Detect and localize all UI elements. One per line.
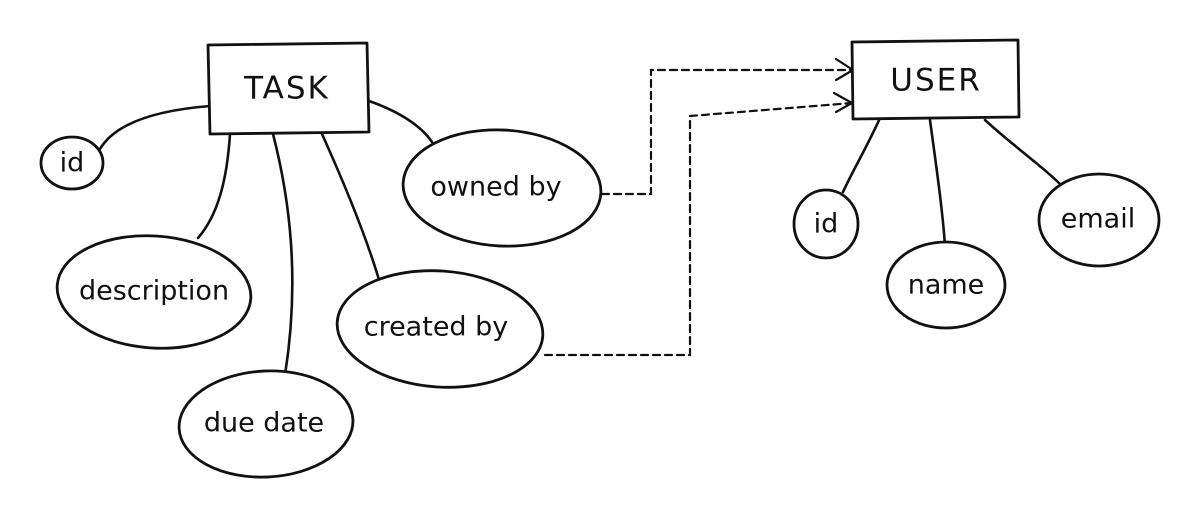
attribute-user-name-oval	[885, 240, 1007, 330]
connector-user-id	[841, 116, 882, 194]
attribute-task-id-oval	[39, 135, 105, 191]
entity-task-box	[206, 41, 371, 136]
arrowhead-created-by	[832, 91, 854, 114]
attribute-user-email[interactable]: email	[1037, 172, 1161, 268]
attribute-task-created-by-label: created by	[364, 312, 509, 343]
connector-task-created-by	[320, 132, 384, 292]
attribute-task-description-label: description	[79, 276, 229, 307]
attribute-task-description[interactable]: description	[53, 229, 254, 354]
attribute-user-name[interactable]: name	[885, 240, 1007, 330]
attribute-task-id[interactable]: id	[39, 135, 105, 191]
attribute-task-id-label: id	[60, 148, 85, 179]
connector-task-id	[98, 104, 212, 151]
attribute-task-due-date-label: due date	[204, 408, 324, 439]
entity-task[interactable]: TASK	[206, 41, 371, 136]
connector-task-due-date	[271, 132, 294, 377]
attribute-user-name-label: name	[908, 270, 985, 301]
connector-task-owned-by	[367, 99, 434, 144]
entity-user-label: USER	[890, 63, 982, 99]
attribute-task-owned-by-label: owned by	[430, 172, 561, 203]
attribute-task-owned-by-oval	[401, 128, 603, 248]
entity-user[interactable]: USER	[850, 38, 1021, 121]
reference-owned-by-to-user	[600, 68, 854, 196]
entity-user-box	[850, 38, 1021, 121]
attribute-user-email-label: email	[1061, 204, 1135, 235]
connector-task-description	[196, 132, 232, 240]
attribute-user-email-oval	[1037, 172, 1161, 268]
attribute-task-created-by[interactable]: created by	[333, 264, 547, 394]
attribute-user-id-oval	[792, 188, 860, 260]
reference-created-by-to-user	[543, 101, 854, 357]
attribute-task-description-oval	[55, 234, 253, 350]
attribute-user-id[interactable]: id	[792, 188, 860, 260]
attribute-task-due-date[interactable]: due date	[176, 367, 355, 482]
connector-user-name	[928, 118, 947, 247]
attribute-task-due-date-oval	[177, 369, 355, 479]
connector-user-email	[983, 118, 1067, 191]
attribute-task-owned-by[interactable]: owned by	[400, 125, 604, 251]
attribute-user-id-label: id	[814, 209, 839, 240]
entity-task-label: TASK	[243, 71, 330, 107]
attribute-task-created-by-oval	[335, 269, 545, 389]
